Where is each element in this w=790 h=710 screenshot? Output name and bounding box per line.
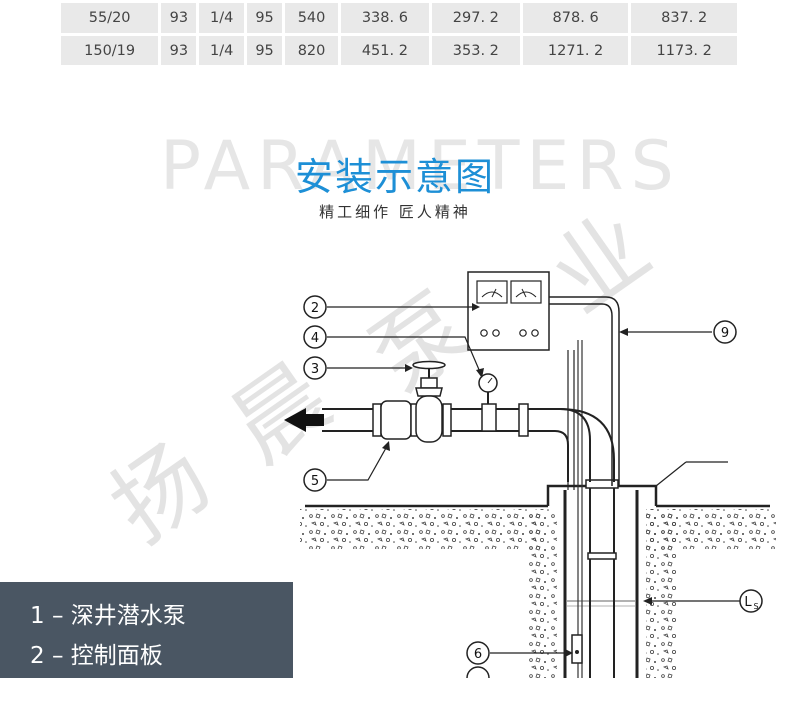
pipe-flange bbox=[585, 479, 619, 489]
table-cell: 95 bbox=[246, 36, 283, 65]
svg-text:9: 9 bbox=[721, 326, 729, 341]
check-valve bbox=[380, 400, 412, 440]
table-cell: 878. 6 bbox=[522, 3, 629, 33]
discharge-pipe bbox=[322, 408, 591, 482]
svg-text:L: L bbox=[744, 595, 752, 610]
gate-valve-handwheel bbox=[412, 360, 446, 370]
svg-text:2: 2 bbox=[311, 301, 319, 316]
table-cell: 820 bbox=[285, 36, 338, 65]
spec-table: 55/20 93 1/4 95 540 338. 6 297. 2 878. 6… bbox=[58, 0, 740, 68]
table-cell: 451. 2 bbox=[340, 36, 429, 65]
callout-5: 5 bbox=[303, 468, 327, 492]
table-cell: 297. 2 bbox=[431, 3, 520, 33]
section-subtitle: 精工细作 匠人精神 bbox=[319, 203, 471, 221]
soil-right-column bbox=[646, 509, 676, 678]
table-cell: 837. 2 bbox=[631, 3, 737, 33]
table-cell: 55/20 bbox=[61, 3, 159, 33]
gate-valve bbox=[415, 395, 443, 443]
legend-item: 2 – 控制面板 bbox=[30, 643, 163, 669]
table-cell: 1/4 bbox=[199, 3, 244, 33]
table-cell: 540 bbox=[285, 3, 338, 33]
panel-button bbox=[531, 329, 539, 337]
svg-text:6: 6 bbox=[474, 647, 482, 662]
section-title: 安装示意图 bbox=[294, 155, 495, 199]
panel-button bbox=[492, 329, 500, 337]
soil-left-top bbox=[300, 509, 540, 549]
callout-4: 4 bbox=[303, 325, 327, 349]
table-row: 55/20 93 1/4 95 540 338. 6 297. 2 878. 6… bbox=[61, 3, 737, 33]
collar-leader bbox=[655, 461, 687, 487]
table-cell: 353. 2 bbox=[431, 36, 520, 65]
svg-text:3: 3 bbox=[311, 362, 319, 377]
check-valve-flange bbox=[372, 403, 382, 437]
soil-left-column bbox=[527, 509, 557, 678]
callout-9: 9 bbox=[713, 320, 737, 344]
table-cell: 93 bbox=[161, 3, 197, 33]
gauge-tee bbox=[481, 403, 497, 432]
table-cell: 93 bbox=[161, 36, 197, 65]
callout-2: 2 bbox=[303, 295, 327, 319]
callout-ls: L S bbox=[739, 589, 763, 613]
pipe-coupling bbox=[587, 552, 617, 560]
table-cell: 1/4 bbox=[199, 36, 244, 65]
table-cell: 1271. 2 bbox=[522, 36, 629, 65]
installation-diagram: 2 4 3 5 9 6 L S bbox=[284, 271, 776, 678]
flow-arrow bbox=[284, 408, 324, 432]
table-cell: 1173. 2 bbox=[631, 36, 737, 65]
panel-button bbox=[480, 329, 488, 337]
legend-item: 3 – 闸阀 bbox=[30, 683, 117, 709]
panel-button bbox=[519, 329, 527, 337]
table-cell: 338. 6 bbox=[340, 3, 429, 33]
watermark-text: PARAMETERS bbox=[160, 127, 681, 206]
svg-text:4: 4 bbox=[311, 331, 319, 346]
cable-conduit bbox=[549, 296, 620, 486]
legend-item: 1 – 深井潜水泵 bbox=[30, 603, 186, 629]
legend-panel: 1 – 深井潜水泵 2 – 控制面板 3 – 闸阀 bbox=[0, 582, 293, 709]
table-cell: 95 bbox=[246, 3, 283, 33]
level-sensor bbox=[571, 634, 583, 664]
pipe-flange-joint bbox=[518, 403, 529, 437]
svg-text:5: 5 bbox=[311, 474, 319, 489]
table-row: 150/19 93 1/4 95 820 451. 2 353. 2 1271.… bbox=[61, 36, 737, 65]
svg-text:S: S bbox=[753, 602, 758, 611]
callout-3: 3 bbox=[303, 356, 327, 380]
table-cell: 150/19 bbox=[61, 36, 159, 65]
callout-partial bbox=[466, 666, 490, 678]
callout-6: 6 bbox=[466, 641, 490, 665]
